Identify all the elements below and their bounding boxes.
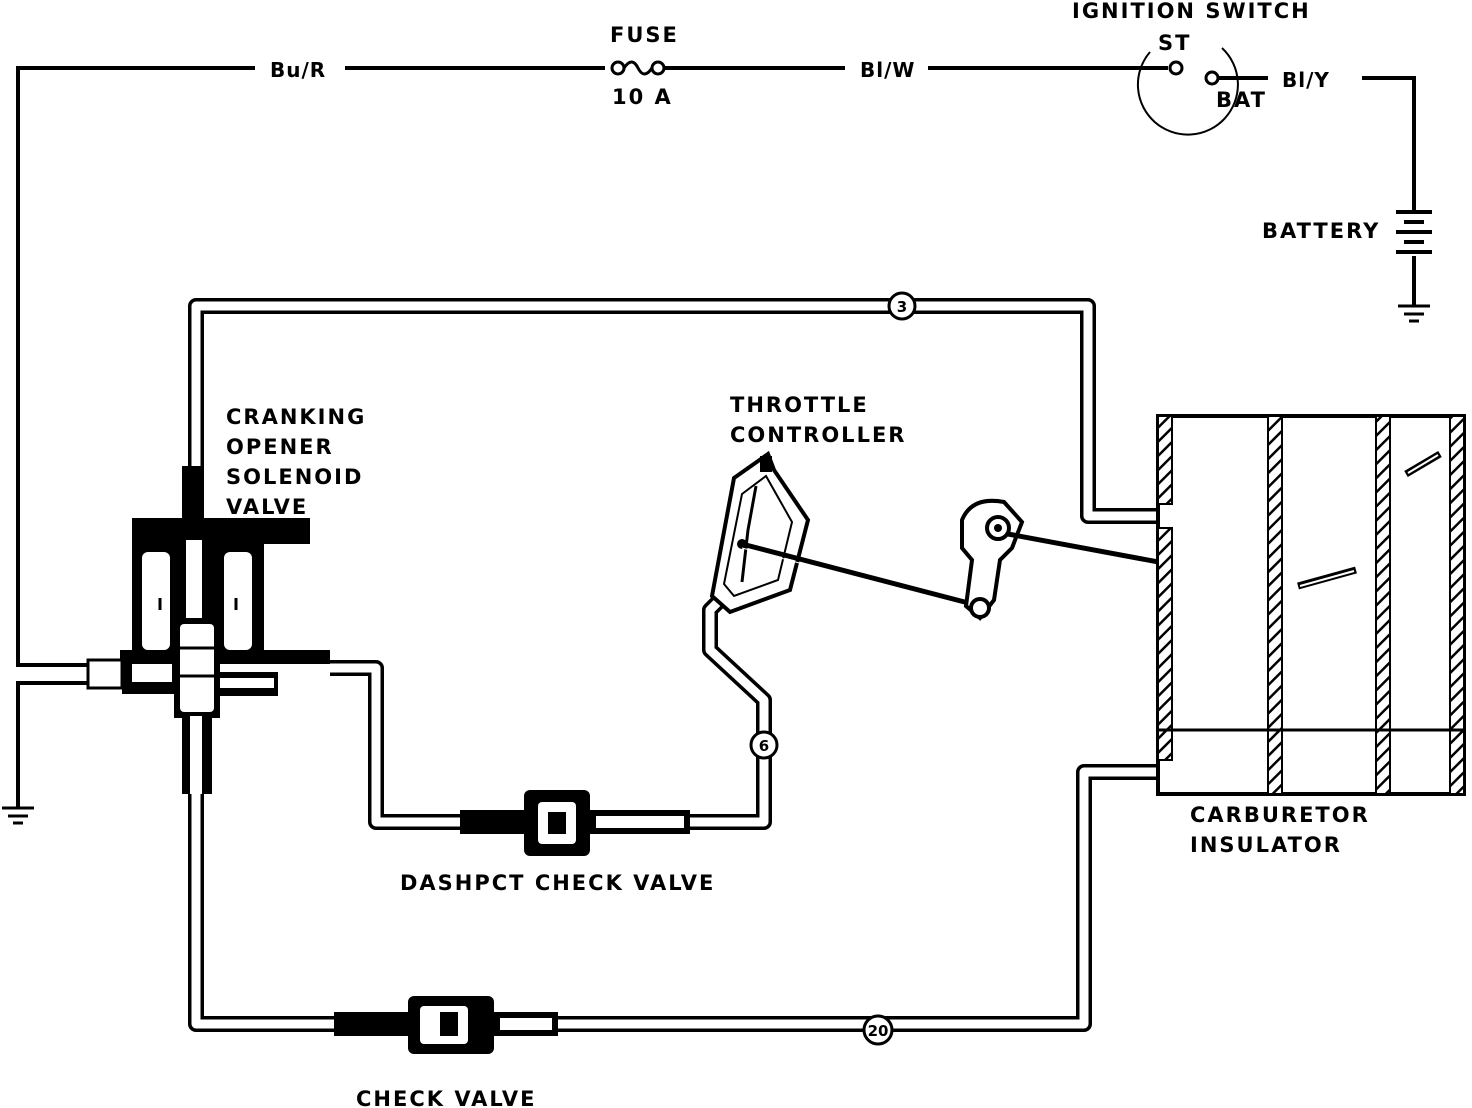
throttle-controller (709, 450, 1257, 621)
dashpot-check-valve-label: DASHPCT CHECK VALVE (400, 871, 715, 895)
check-valve (334, 996, 558, 1054)
check-valve-label: CHECK VALVE (356, 1087, 537, 1108)
carburetor-insulator (1156, 414, 1466, 796)
fuse-rating: 10 A (612, 85, 673, 109)
dashpot-check-valve (460, 790, 690, 856)
solenoid-valve (86, 466, 330, 794)
hose-number-6: 6 (759, 737, 769, 755)
ground-symbol (2, 806, 34, 825)
battery-label: BATTERY (1262, 219, 1380, 243)
hose-20 (554, 764, 1160, 1032)
hose-number-3: 3 (897, 298, 907, 316)
bat-terminal-label: BAT (1216, 88, 1267, 112)
throttle-controller-label: THROTTLE CONTROLLER (730, 393, 906, 447)
hose-6 (680, 592, 772, 830)
carburetor-insulator-label: CARBURETOR INSULATOR (1190, 803, 1379, 857)
bl-y-label: Bl/Y (1282, 68, 1330, 92)
st-terminal-label: ST (1158, 31, 1191, 55)
ground-wire (16, 681, 88, 808)
bu-r-label: Bu/R (270, 58, 326, 82)
fuse-label: FUSE (610, 23, 679, 47)
bl-y-wire (1362, 76, 1416, 210)
bu-r-wire (16, 66, 255, 667)
vacuum-hoses: 3 6 20 (188, 291, 1160, 1046)
hose-number-20: 20 (868, 1022, 889, 1040)
cranking-valve-label: CRANKING OPENER SOLENOID VALVE (226, 405, 376, 519)
fuse-symbol (610, 60, 666, 76)
battery-symbol (1396, 210, 1432, 323)
bl-w-label: Bl/W (860, 58, 915, 82)
ignition-switch-label: IGNITION SWITCH (1072, 0, 1311, 23)
electrical-circuit: Bu/R FUSE 10 A Bl/W IGNITION SWITCH ST B… (2, 0, 1432, 825)
